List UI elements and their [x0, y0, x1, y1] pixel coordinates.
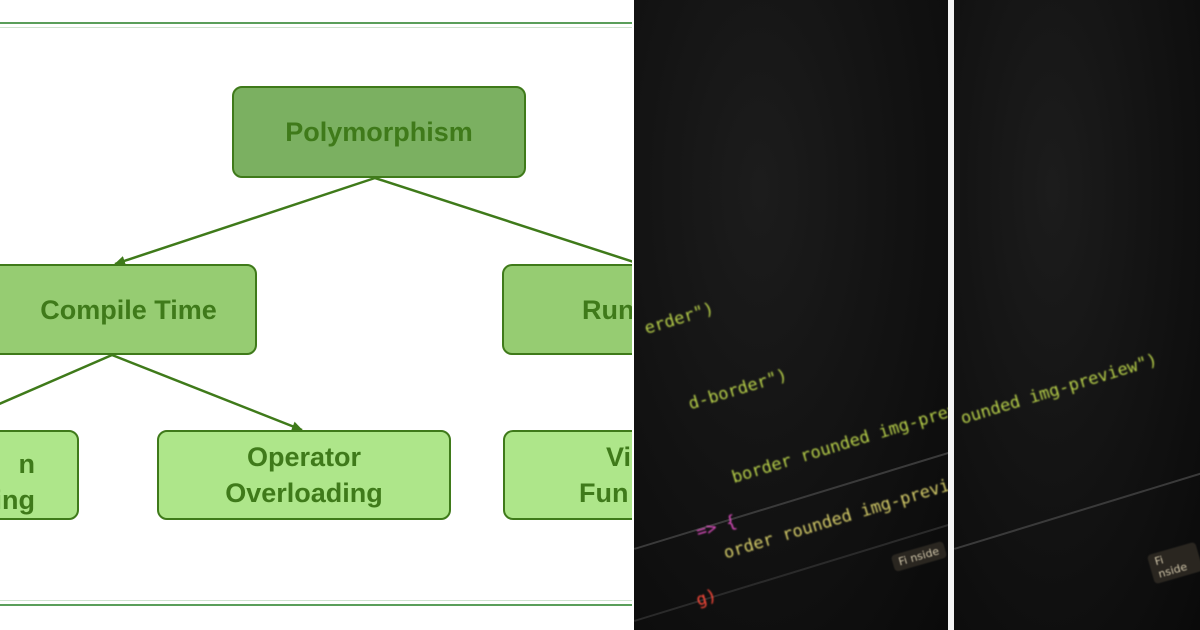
code-line-b: d-border")	[686, 365, 790, 414]
node-polymorphism-label: Polymorphism	[285, 117, 473, 147]
node-operator-line1: Operator	[246, 442, 362, 472]
edge-compile-left	[0, 353, 113, 406]
top-rule-inner	[0, 27, 632, 28]
top-rule	[0, 22, 632, 24]
code-line-c-text: border rounded img-preview")	[729, 385, 948, 488]
code-line-a: erder")	[642, 299, 716, 339]
node-compile-time-label: Compile Time	[40, 294, 217, 325]
bottom-rule	[0, 604, 632, 606]
code-line-f-text: g)	[693, 585, 720, 611]
node-left-leaf-line2: ing	[0, 485, 35, 515]
node-runtime: Run	[502, 264, 632, 355]
bottom-rule-inner	[0, 600, 632, 601]
node-operator-overloading: Operator Overloading	[157, 430, 451, 520]
code-line-d-text: => {	[693, 511, 739, 543]
code-text-layer: erder") d-border") border rounded img-pr…	[634, 0, 948, 611]
code-line-a-text: erder")	[642, 298, 717, 339]
node-virtual-line2: Fun	[579, 478, 629, 508]
edge-root-compile	[114, 176, 376, 266]
node-virtual-functions: Vi Fun	[503, 430, 632, 520]
photo-divider	[948, 0, 954, 630]
code-line-d: => {	[694, 512, 739, 543]
node-left-leaf-line1: n	[18, 449, 36, 479]
code-line-g: ounded img-preview")	[958, 350, 1160, 429]
code-line-b-text: d-border")	[686, 365, 790, 415]
diagram-panel: Polymorphism Compile Time Run n ing Oper…	[0, 22, 632, 606]
code-line-g-text: ounded img-preview")	[958, 350, 1160, 430]
code-line-c: border rounded img-preview")	[730, 385, 948, 488]
code-line-f: g)	[694, 586, 719, 611]
node-virtual-line1: Vi	[606, 442, 632, 472]
node-polymorphism: Polymorphism	[232, 86, 526, 178]
code-photo-left: erder") d-border") border rounded img-pr…	[634, 0, 948, 630]
edge-root-runtime	[374, 176, 632, 263]
node-operator-line2: Overloading	[225, 478, 383, 508]
node-compile-time: Compile Time	[0, 264, 257, 355]
code-photo-right: ounded img-preview") Fi nside	[954, 0, 1200, 630]
node-runtime-label: Run	[582, 294, 632, 325]
node-method-overloading: n ing	[0, 430, 79, 520]
edge-compile-operator	[111, 353, 303, 432]
diagram-connectors	[0, 176, 632, 432]
